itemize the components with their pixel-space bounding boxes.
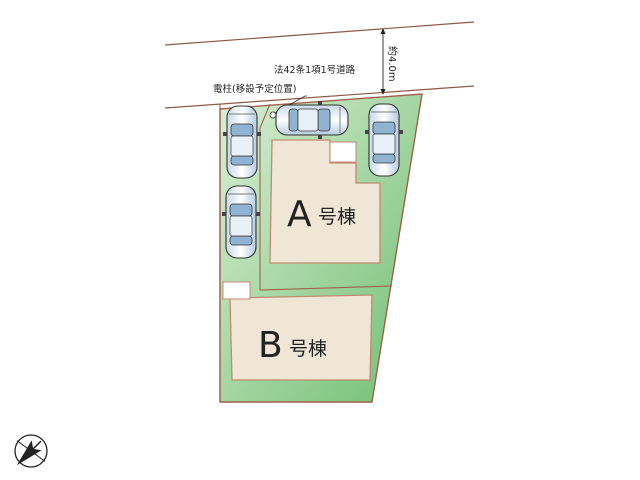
building-b-entrance <box>222 281 251 300</box>
building-a-entrance <box>329 141 357 163</box>
car-icon <box>223 105 261 179</box>
building-b-suffix: 号棟 <box>289 338 327 360</box>
north-arrow-icon <box>14 434 48 468</box>
building-a: A 号棟 <box>269 139 381 264</box>
building-a-letter: A <box>287 194 312 235</box>
car-icon <box>222 185 260 259</box>
building-b: B 号棟 <box>222 281 373 381</box>
road-label: 法42条1項1号道路 <box>274 64 356 76</box>
parking-cars <box>222 101 403 259</box>
road-edge-top <box>164 21 475 46</box>
car-icon <box>365 103 403 177</box>
building-b-letter: B <box>258 325 283 366</box>
lot-division-a <box>259 103 393 291</box>
utility-pole-label: 電柱(移設予定位置) <box>213 83 296 95</box>
road-width-label: 約4.0m <box>386 46 399 82</box>
building-a-suffix: 号棟 <box>318 206 356 228</box>
road-edge-bottom <box>164 85 475 109</box>
car-icon <box>275 101 349 139</box>
road-width-dimension: 約4.0m <box>380 28 399 95</box>
